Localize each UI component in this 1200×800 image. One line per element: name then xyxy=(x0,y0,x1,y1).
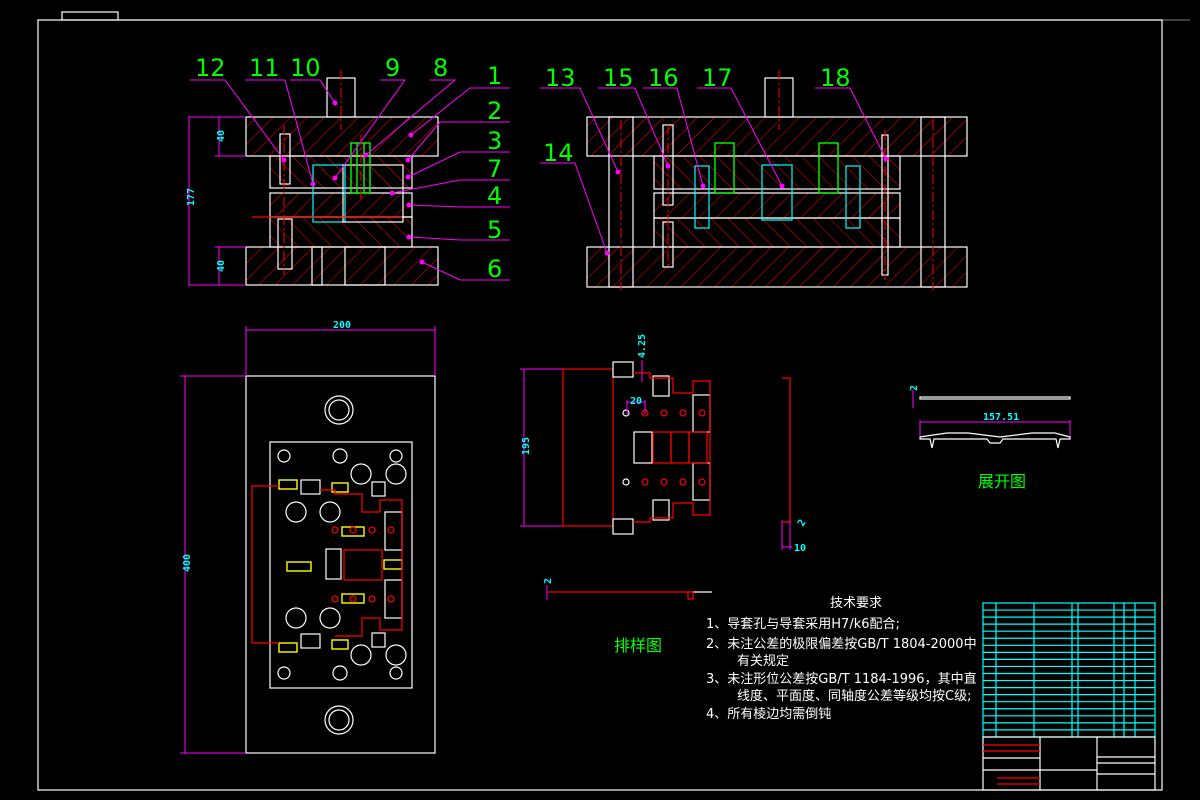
tech-req-item: 线度、平面度、同轴度公差等级均按C级; xyxy=(737,688,971,704)
part-number: 14 xyxy=(543,139,574,167)
screw xyxy=(279,133,291,185)
backing-plate xyxy=(269,155,413,189)
part-number: 18 xyxy=(820,64,851,92)
part-number: 12 xyxy=(195,54,226,82)
part-number: 7 xyxy=(487,155,502,183)
punch-plate xyxy=(269,192,413,218)
dim-pitch: 20 xyxy=(630,396,642,407)
tech-req-item: 1、导套孔与导套采用H7/k6配合; xyxy=(706,616,900,632)
dim-front-height: 177 xyxy=(186,188,197,206)
part-number: 13 xyxy=(545,64,576,92)
dim-pilot-offset: 4.25 xyxy=(637,334,648,358)
dim-plan-height: 400 xyxy=(182,554,193,572)
screw xyxy=(277,218,293,270)
dim-strip-side: 10 xyxy=(794,543,806,554)
blank-development-view: 2 157.51 展开图 xyxy=(909,385,1071,491)
dim-blank-length: 157.51 xyxy=(983,412,1019,423)
part-number: 1 xyxy=(487,62,502,90)
part-number: 9 xyxy=(385,54,400,82)
part-number: 10 xyxy=(290,54,321,82)
dim-strip-side-small: 2 xyxy=(796,518,809,529)
part-number: 4 xyxy=(487,182,502,210)
strip-layout-label: 排样图 xyxy=(614,636,662,655)
part-number: 8 xyxy=(433,54,448,82)
part-number: 3 xyxy=(487,127,502,155)
dim-strip-width: 195 xyxy=(521,437,532,455)
lower-die-plan-view: 200 400 xyxy=(180,320,436,754)
leader-lines xyxy=(190,79,510,281)
technical-requirements: 技术要求 1、导套孔与导套采用H7/k6配合; 2、未注公差的极限偏差按GB/T… xyxy=(706,596,977,722)
tech-req-item: 3、未注形位公差按GB/T 1184-1996，其中直 xyxy=(706,672,977,687)
part-number: 16 xyxy=(648,64,679,92)
part-number: 17 xyxy=(702,64,733,92)
dim-plan-width: 200 xyxy=(333,320,351,331)
tech-req-item: 有关规定 xyxy=(737,654,789,669)
lower-die-plate xyxy=(245,246,439,286)
part-number: 5 xyxy=(487,216,502,244)
title-block xyxy=(982,602,1156,791)
dim-blank-thickness: 2 xyxy=(909,385,920,391)
part-number: 15 xyxy=(603,64,634,92)
tech-req-item: 4、所有棱边均需倒钝 xyxy=(706,706,831,722)
part-number: 6 xyxy=(487,255,502,283)
upper-die-plate xyxy=(245,116,439,157)
part-number: 2 xyxy=(487,97,502,125)
drawing-frame xyxy=(37,11,1190,791)
tech-req-item: 2、未注公差的极限偏差按GB/T 1804-2000中 xyxy=(706,636,977,652)
part-number: 11 xyxy=(249,54,280,82)
strip-layout-view: 195 4.25 20 10 2 2 排样图 xyxy=(520,334,809,655)
side-section-view: 13 15 16 17 18 14 xyxy=(540,64,968,290)
front-section-view: 177 40 40 12 11 10 9 8 1 2 3 7 4 5 6 xyxy=(186,54,510,286)
dim-bottom-plate: 40 xyxy=(216,260,227,272)
dim-top-plate: 40 xyxy=(216,130,227,142)
tech-req-title: 技术要求 xyxy=(830,596,882,611)
blank-development-label: 展开图 xyxy=(978,472,1026,491)
dim-layout-thickness: 2 xyxy=(543,578,554,584)
